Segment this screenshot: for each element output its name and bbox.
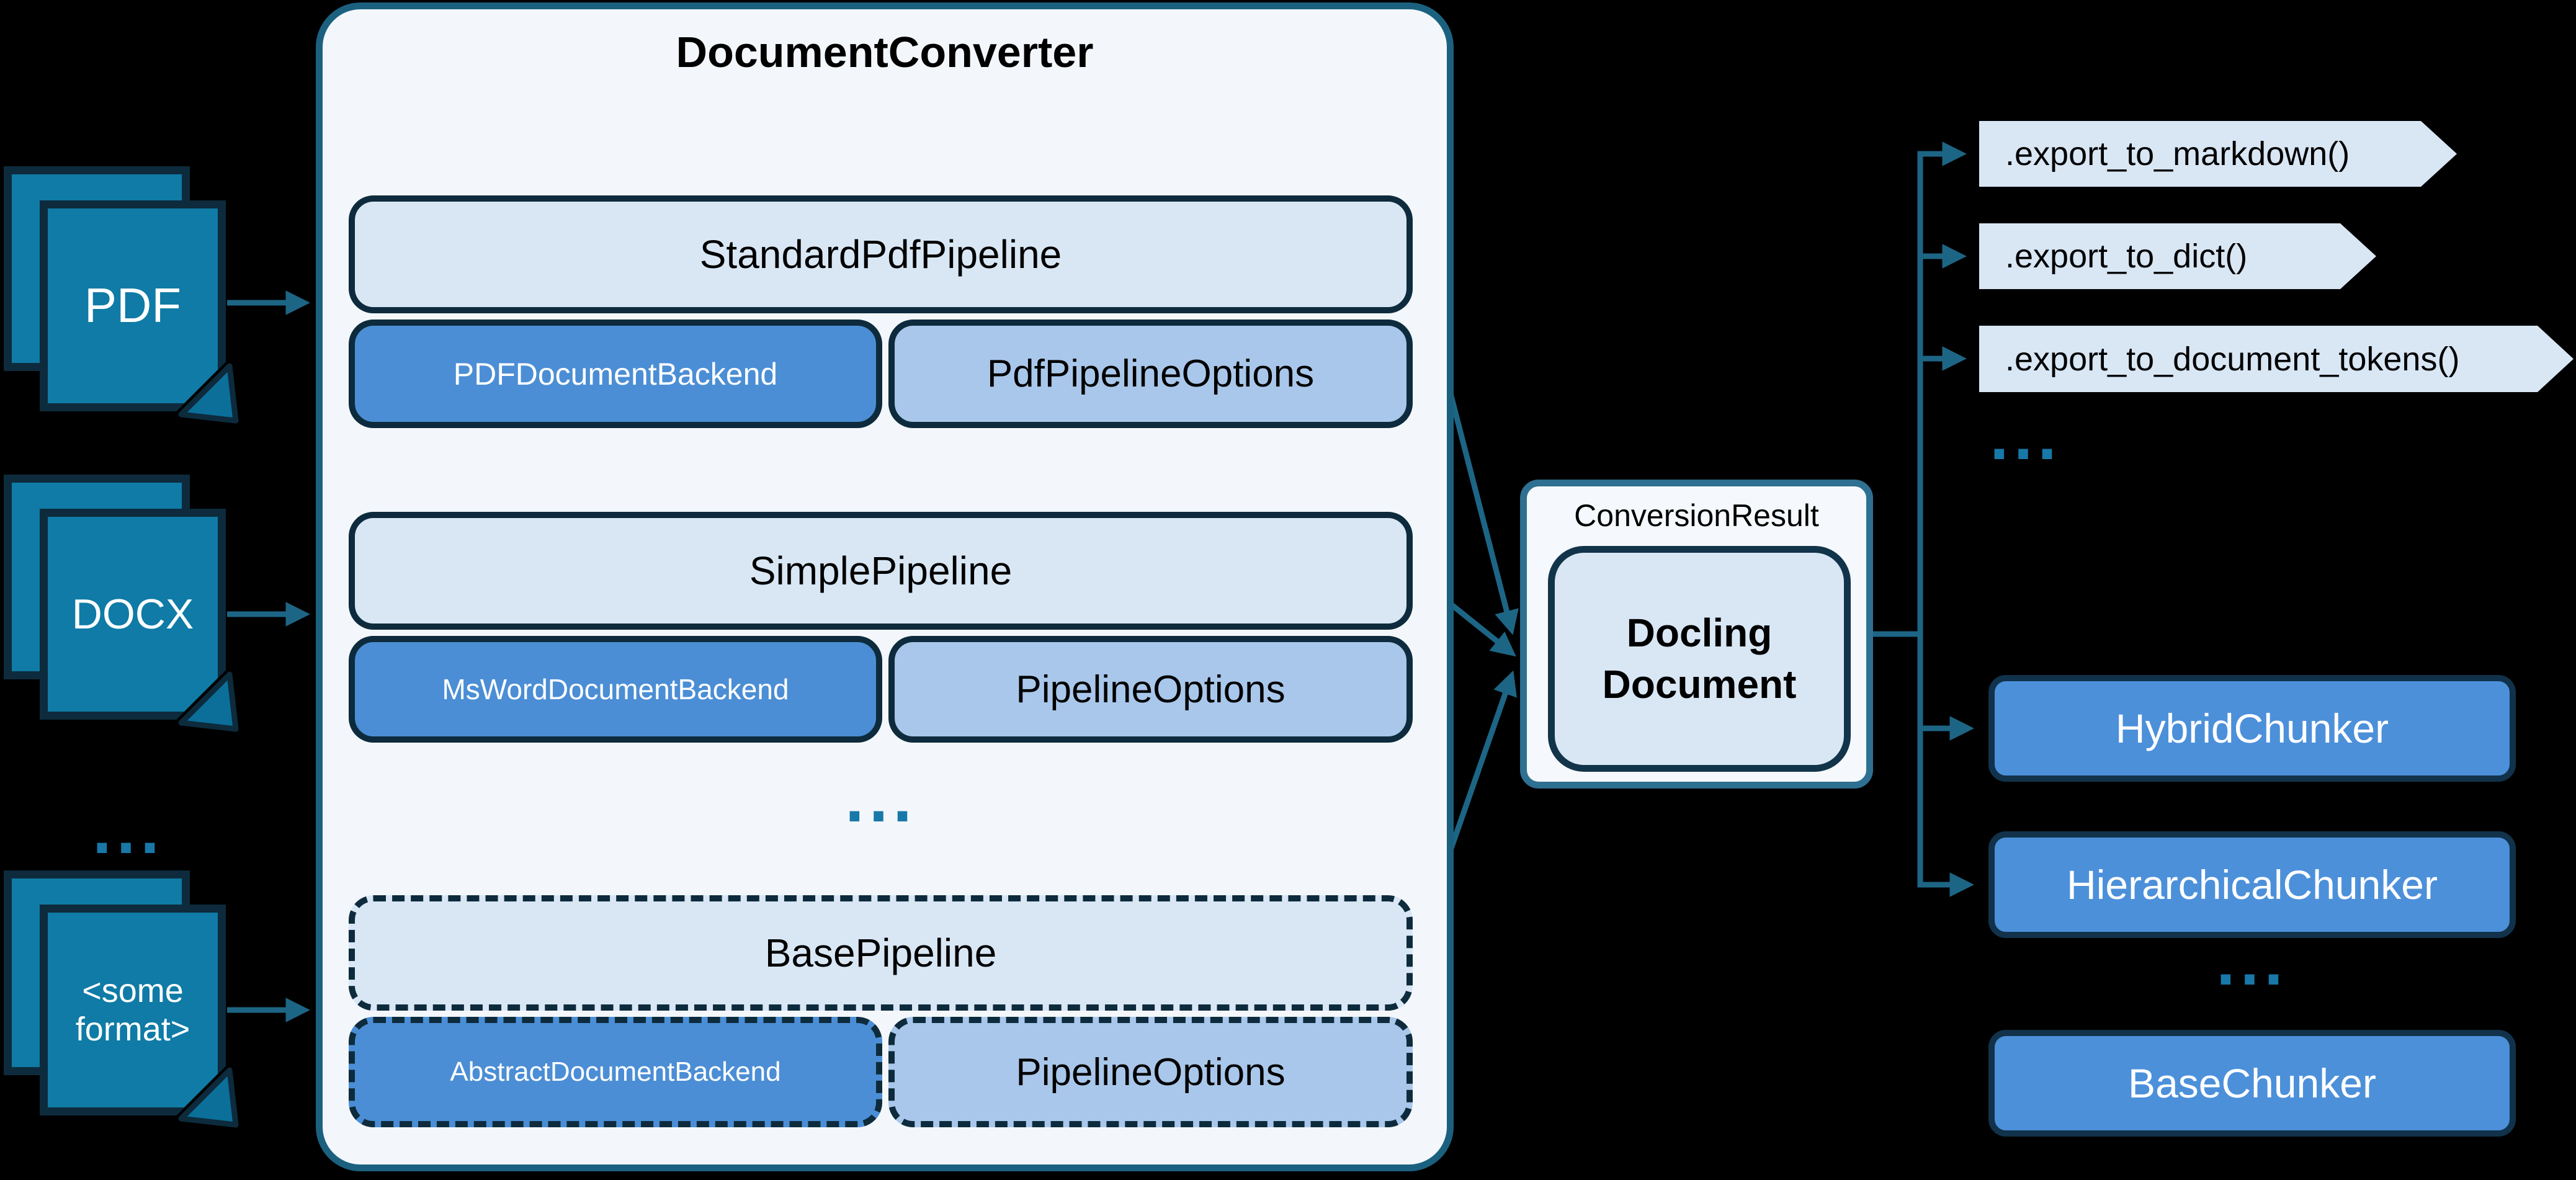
backend-abstractdocument: AbstractDocumentBackend (349, 1017, 882, 1127)
input-someformat: <some format> (4, 870, 239, 1128)
document-front-sheet: DOCX (40, 509, 226, 720)
input-docx: DOCX (4, 475, 239, 732)
input-pdf: PDF (4, 166, 239, 424)
page-fold-icon (178, 1067, 239, 1128)
page-fold-icon (178, 363, 239, 424)
exports-ellipsis: ... (1970, 397, 2082, 474)
export-to-dict-banner: .export_to_dict() (1979, 223, 2376, 289)
converter-ellipsis: ... (819, 759, 943, 836)
document-front-sheet: PDF (40, 200, 226, 411)
input-pdf-label: PDF (84, 278, 181, 333)
backend-msword: MsWordDocumentBackend (349, 636, 882, 743)
options-pipeline: PipelineOptions (888, 636, 1413, 743)
document-converter-title: DocumentConverter (676, 28, 1094, 76)
conversion-result-label: ConversionResult (1574, 498, 1819, 533)
options-pipeline-base: PipelineOptions (888, 1017, 1413, 1127)
backend-pdfdocument: PDFDocumentBackend (349, 320, 882, 428)
conversion-result-box: ConversionResult Docling Document (1520, 480, 1873, 789)
chunkers-ellipsis-text: ... (2216, 923, 2288, 999)
input-someformat-label: <some format> (75, 972, 190, 1048)
pipeline-simple: SimplePipeline (349, 512, 1413, 630)
page-fold-icon (178, 671, 239, 732)
chunkers-ellipsis: ... (2190, 923, 2314, 999)
chunker-hybrid: HybridChunker (1988, 675, 2516, 782)
export-to-markdown-banner: .export_to_markdown() (1979, 121, 2457, 187)
chunker-base: BaseChunker (1988, 1030, 2516, 1137)
exports-ellipsis-text: ... (1990, 397, 2062, 474)
input-docx-label: DOCX (71, 590, 194, 638)
options-pdfpipeline: PdfPipelineOptions (888, 320, 1413, 428)
inputs-ellipsis: ... (73, 791, 184, 868)
pipeline-standardpdf: StandardPdfPipeline (349, 195, 1413, 313)
document-front-sheet: <some format> (40, 905, 226, 1115)
converter-ellipsis-text: ... (845, 759, 917, 836)
export-to-document-tokens-banner: .export_to_document_tokens() (1979, 326, 2574, 392)
pipeline-base: BasePipeline (349, 895, 1413, 1011)
inputs-ellipsis-text: ... (92, 791, 164, 868)
docling-document-box: Docling Document (1548, 546, 1851, 772)
chunker-hierarchical: HierarchicalChunker (1988, 831, 2516, 938)
